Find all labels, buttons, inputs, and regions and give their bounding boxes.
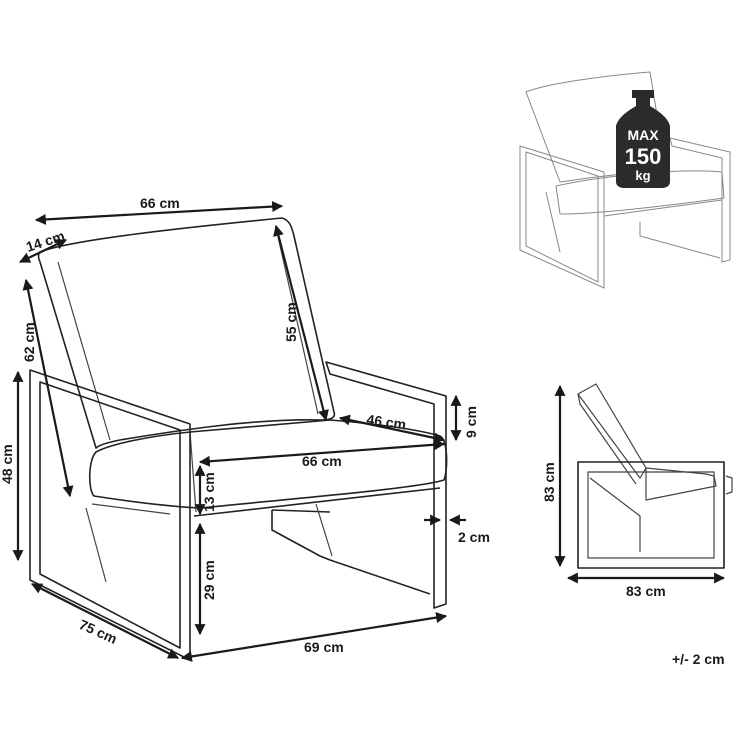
- label-seat-depth: 46 cm: [366, 411, 408, 432]
- weight-bottle-icon: [616, 96, 670, 188]
- arrow-back-width: [34, 201, 284, 225]
- main-chair-drawing: [29, 217, 448, 661]
- load-unit: kg: [635, 168, 650, 183]
- label-seat-height: 29 cm: [201, 560, 217, 600]
- dimension-arrows: [12, 201, 466, 662]
- label-side-height: 83 cm: [541, 462, 557, 502]
- label-armrest-height: 9 cm: [463, 406, 479, 438]
- label-overall-width: 69 cm: [304, 639, 344, 655]
- load-value: 150: [625, 144, 662, 169]
- load-label: MAX: [627, 127, 659, 143]
- label-overall-height-front: 48 cm: [0, 444, 15, 484]
- tolerance-note: +/- 2 cm: [672, 651, 725, 667]
- label-frame-thickness: 2 cm: [458, 529, 490, 545]
- dimension-labels: 66 cm 14 cm 62 cm 55 cm 48 cm 9 cm 46 cm…: [0, 195, 490, 655]
- label-side-depth: 83 cm: [626, 583, 666, 599]
- label-cushion-thickness: 13 cm: [201, 472, 217, 512]
- arrow-seat-depth: [338, 414, 446, 444]
- label-back-width: 66 cm: [140, 195, 180, 211]
- label-back-height-inner: 55 cm: [283, 302, 299, 342]
- side-view-chair: [577, 383, 733, 569]
- arrow-overall-width: [180, 612, 448, 662]
- arrow-back-top-depth: [19, 239, 67, 263]
- arrow-back-height-inner: [273, 224, 329, 422]
- side-view-arrows: [554, 384, 726, 584]
- max-load-badge: MAX 150 kg: [616, 90, 670, 188]
- arrow-back-height-outer: [22, 278, 74, 498]
- arrow-overall-depth: [31, 583, 179, 659]
- label-back-height-outer: 62 cm: [21, 322, 37, 362]
- label-seat-width: 66 cm: [302, 453, 342, 469]
- weight-bottle-cap: [632, 90, 654, 98]
- load-thumbnail-chair: [519, 71, 731, 289]
- arrow-seat-width: [198, 439, 446, 467]
